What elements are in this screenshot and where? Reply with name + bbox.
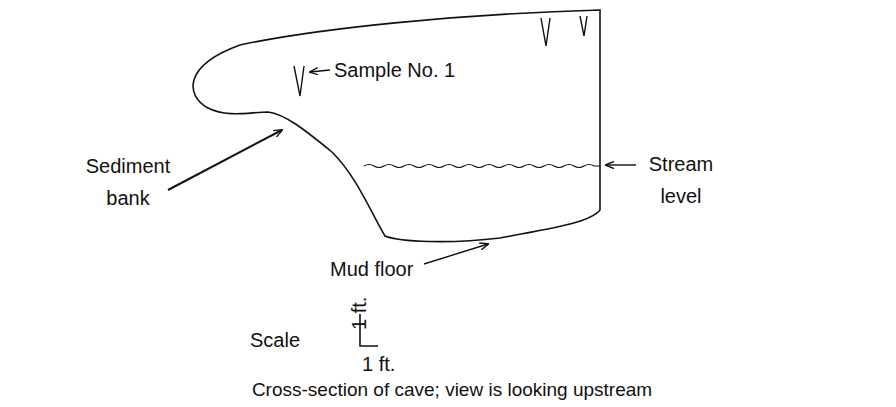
callout-label: Sediment bank bbox=[72, 150, 184, 214]
leader-arrow bbox=[606, 164, 636, 165]
cave-outline bbox=[193, 10, 600, 242]
sample-notch bbox=[541, 18, 550, 46]
sample-notch bbox=[580, 16, 587, 36]
dimension-label: 1 ft. bbox=[345, 297, 374, 330]
leader-arrow bbox=[424, 244, 488, 264]
callout-label: Sample No. 1 bbox=[334, 56, 455, 85]
callout-label: Stream level bbox=[640, 148, 722, 212]
leader-arrow bbox=[310, 70, 330, 72]
callout-label: Mud floor bbox=[330, 255, 413, 284]
sample-notch bbox=[294, 66, 304, 96]
stream-level-line bbox=[364, 165, 600, 168]
dimension-label: 1 ft. bbox=[362, 350, 395, 379]
scale-label: Scale bbox=[250, 326, 300, 355]
figure-caption: Cross-section of cave; view is looking u… bbox=[252, 376, 652, 404]
leader-arrow bbox=[168, 130, 282, 190]
